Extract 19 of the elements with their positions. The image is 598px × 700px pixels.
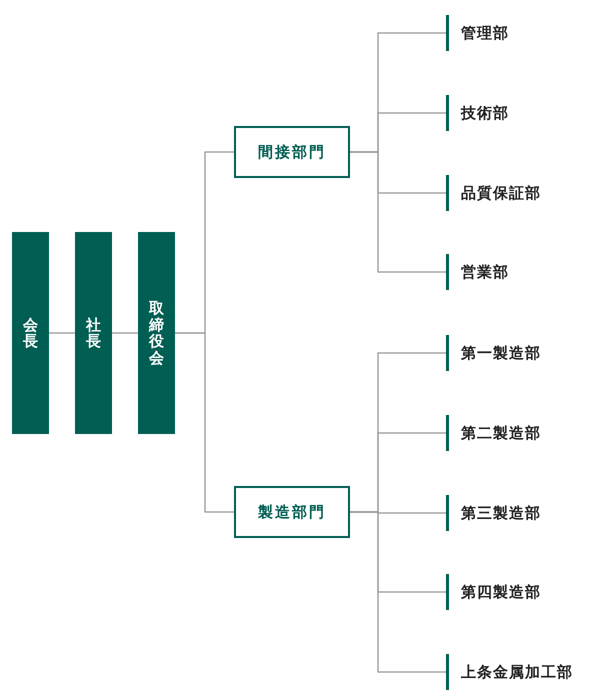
- department-label: 第一製造部: [446, 335, 592, 371]
- department-label: 上条金属加工部: [446, 654, 592, 690]
- position-box: 会長: [12, 232, 49, 434]
- connector-line: [350, 511, 446, 673]
- connector-line: [112, 332, 138, 334]
- department-label: 営業部: [446, 254, 592, 290]
- department-label: 第二製造部: [446, 415, 592, 451]
- division-box: 製造部門: [234, 486, 350, 538]
- connector-line: [175, 332, 234, 513]
- position-box: 社長: [75, 232, 112, 434]
- department-label: 管理部: [446, 15, 592, 51]
- connector-line: [49, 332, 75, 334]
- connector-line: [350, 151, 446, 273]
- department-label: 第三製造部: [446, 495, 592, 531]
- division-box: 間接部門: [234, 126, 350, 178]
- position-box: 取締役会: [138, 232, 175, 434]
- department-label: 品質保証部: [446, 175, 592, 211]
- department-label: 第四製造部: [446, 574, 592, 610]
- department-label: 技術部: [446, 95, 592, 131]
